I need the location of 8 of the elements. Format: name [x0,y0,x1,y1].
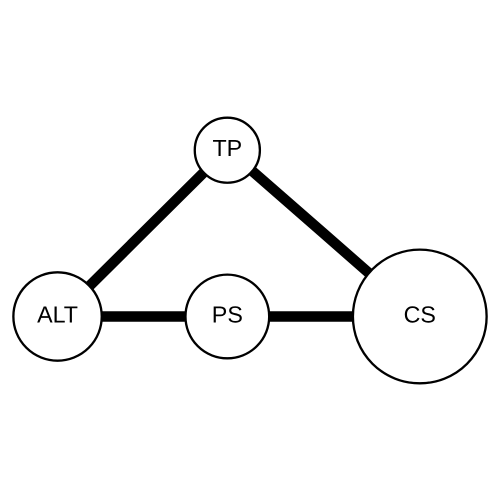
node-circle: CS [352,248,488,384]
node-circle: ALT [12,270,103,362]
node-circle: TP [194,116,262,184]
node-circle: PS [184,272,270,360]
connector [269,310,353,322]
connector [249,166,372,276]
connector [86,168,207,289]
connector [102,310,185,322]
